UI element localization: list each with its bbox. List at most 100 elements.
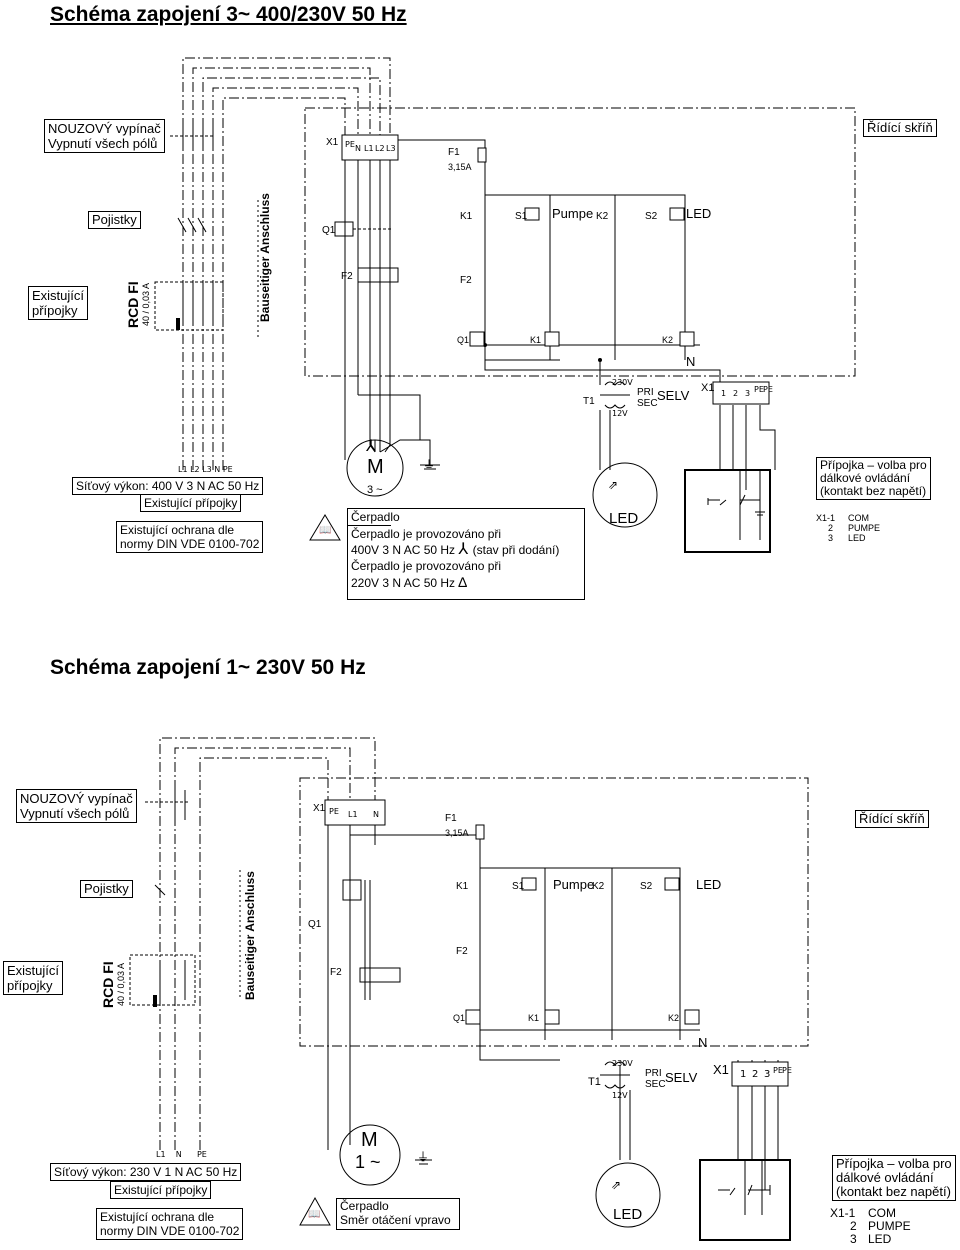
s1-label-2: S1 — [512, 881, 525, 892]
f2-control-label: F2 — [460, 275, 472, 286]
legend-value: LED — [868, 1232, 892, 1246]
x1-term-1: 1 — [721, 389, 727, 398]
star-icon: ⅄ — [458, 541, 473, 558]
legend-key: 3 — [850, 1232, 857, 1246]
rcd-label: RCD FI — [125, 281, 141, 328]
x1-term-pe2: PE — [763, 385, 773, 394]
supply-existing-label-2: Existující přípojky — [110, 1181, 212, 1199]
protection-label-2: Existující ochrana dle normy DIN VDE 010… — [96, 1208, 244, 1240]
led-contact-label: LED — [686, 206, 712, 221]
pump-op4: 220V 3 N AC 50 Hz — [351, 576, 456, 590]
control-cabinet-label-2: Řídící skříň — [855, 810, 929, 828]
x1-term-pe1-2: PE — [773, 1066, 783, 1075]
supply-term-pe: PE — [196, 1150, 207, 1159]
pump-label: Čerpadlo — [348, 509, 400, 526]
v12-label-2: 12V — [612, 1091, 628, 1100]
q1-coil-label: Q1 — [457, 335, 470, 345]
motor-star-icon: ⅄ — [366, 438, 376, 455]
existing-line2: přípojky — [7, 978, 53, 993]
t1-label-2: T1 — [588, 1076, 601, 1088]
q1-label: Q1 — [322, 225, 336, 236]
k2-coil-label-2: K2 — [668, 1013, 680, 1023]
existing-line1: Existující — [7, 963, 60, 978]
terminal-l2: L2 — [375, 144, 385, 153]
neutral-label: N — [686, 354, 696, 369]
terminal-pe-2: PE — [329, 807, 339, 816]
x1-terminal-label: X1 — [701, 382, 715, 394]
emergency-switch-line2: Vypnutí všech pólů — [48, 136, 158, 151]
k2-label-2: K2 — [592, 881, 605, 892]
supply-term-n: N — [175, 1150, 182, 1159]
protection-line2: normy DIN VDE 0100-702 — [100, 1224, 240, 1238]
remote-control-label-2: Přípojka – volba pro dálkové ovládání (k… — [832, 1155, 956, 1201]
f1-label: F1 — [448, 147, 460, 158]
v12-label: 12V — [612, 409, 628, 418]
k2-label: K2 — [596, 211, 609, 222]
supply-rating-label: Síťový výkon: 400 V 3 N AC 50 Hz — [72, 477, 264, 495]
supply-rating-label-2: Síťový výkon: 230 V 1 N AC 50 Hz — [50, 1163, 242, 1181]
x1-term-1-2: 1 — [740, 1069, 747, 1080]
x1-term-pe2-2: PE — [782, 1066, 792, 1075]
legend-key: 2 — [828, 523, 834, 533]
control-cabinet-label: Řídící skříň — [863, 119, 937, 137]
legend-value: COM — [868, 1206, 896, 1220]
f1-rating-2: 3,15A — [445, 828, 469, 838]
legend-value: LED — [848, 533, 866, 543]
x1-label-2: X1 — [313, 803, 326, 814]
q1-label-2: Q1 — [308, 919, 322, 930]
pump-op3: Čerpadlo je provozováno při — [351, 559, 502, 573]
pri-sec-label: PRI SEC — [637, 387, 658, 409]
protection-line1: Existující ochrana dle — [100, 1210, 215, 1224]
emergency-switch-label-2: NOUZOVÝ vypínač Vypnutí všech pólů — [16, 789, 137, 823]
selv-label-2: SELV — [665, 1070, 698, 1085]
supply-term-l1: L1 — [178, 465, 188, 474]
pumpe-label: Pumpe — [552, 206, 594, 221]
s2-label-2: S2 — [640, 881, 653, 892]
supply-existing-label: Existující přípojky — [140, 494, 242, 512]
f2-control-label-2: F2 — [456, 946, 468, 957]
terminal-n-2: N — [373, 810, 379, 819]
legend-value: PUMPE — [848, 523, 881, 533]
selv-label: SELV — [657, 388, 690, 403]
led-arrow-icon-2: ⇗ — [611, 1178, 622, 1192]
emergency-switch-line2: Vypnutí všech pólů — [20, 806, 130, 821]
ground-icon-2: ⏚ — [417, 1150, 430, 1164]
pump-op2b: (stav při dodání) — [472, 543, 560, 557]
existing-connections-label: Existující přípojky — [28, 286, 89, 320]
pump-label-2: Čerpadlo — [340, 1199, 389, 1213]
pump-info-box-2: Čerpadlo Směr otáčení vpravo — [336, 1198, 460, 1230]
pumpe-label-2: Pumpe — [553, 877, 595, 892]
existing-connections-label-2: Existující přípojky — [3, 961, 64, 995]
x1-term-2: 2 — [733, 389, 739, 398]
k2-coil-label: K2 — [662, 335, 674, 345]
supply-term-l3: L3 — [202, 465, 212, 474]
delta-icon: ∆ — [458, 574, 467, 590]
schema2-title: Schéma zapojení 1~ 230V 50 Hz — [50, 656, 366, 679]
pri-sec-label-2: PRI SEC — [645, 1068, 666, 1090]
x1-terminal-label-2: X1 — [713, 1062, 729, 1077]
terminal-pe: PE — [345, 140, 355, 149]
pump-info-box: Čerpadlo Čerpadlo je provozováno při 400… — [347, 508, 585, 600]
manual-icon-2: 📖 — [308, 1209, 321, 1220]
emergency-switch-line1: NOUZOVÝ vypínač — [20, 791, 133, 806]
legend-value: COM — [848, 513, 869, 523]
pump-op1: Čerpadlo je provozováno při — [351, 527, 502, 541]
manual-icon: 📖 — [319, 525, 332, 536]
sec-text: SEC — [645, 1079, 666, 1090]
supply-term-n: N — [214, 465, 221, 474]
remote-line3: (kontakt bez napětí) — [820, 484, 927, 498]
pump-op4-row: 220V 3 N AC 50 Hz ∆ — [348, 574, 584, 591]
supply-term-l2: L2 — [190, 465, 200, 474]
supply-term-l1: L1 — [156, 1150, 166, 1159]
cabinet-frame-1 — [304, 107, 856, 377]
rotation-label: Směr otáčení vpravo — [340, 1213, 451, 1227]
pump-op2-row: 400V 3 N AC 50 Hz ⅄ (stav při dodání) — [348, 542, 584, 558]
existing-line1: Existující — [32, 288, 85, 303]
protection-line2: normy DIN VDE 0100-702 — [120, 537, 260, 551]
supply-term-pe: PE — [222, 465, 233, 474]
terminal-l1: L1 — [364, 144, 374, 153]
sec-text: SEC — [637, 398, 658, 409]
supply-terminals-2: L1 N PE — [156, 1150, 207, 1159]
